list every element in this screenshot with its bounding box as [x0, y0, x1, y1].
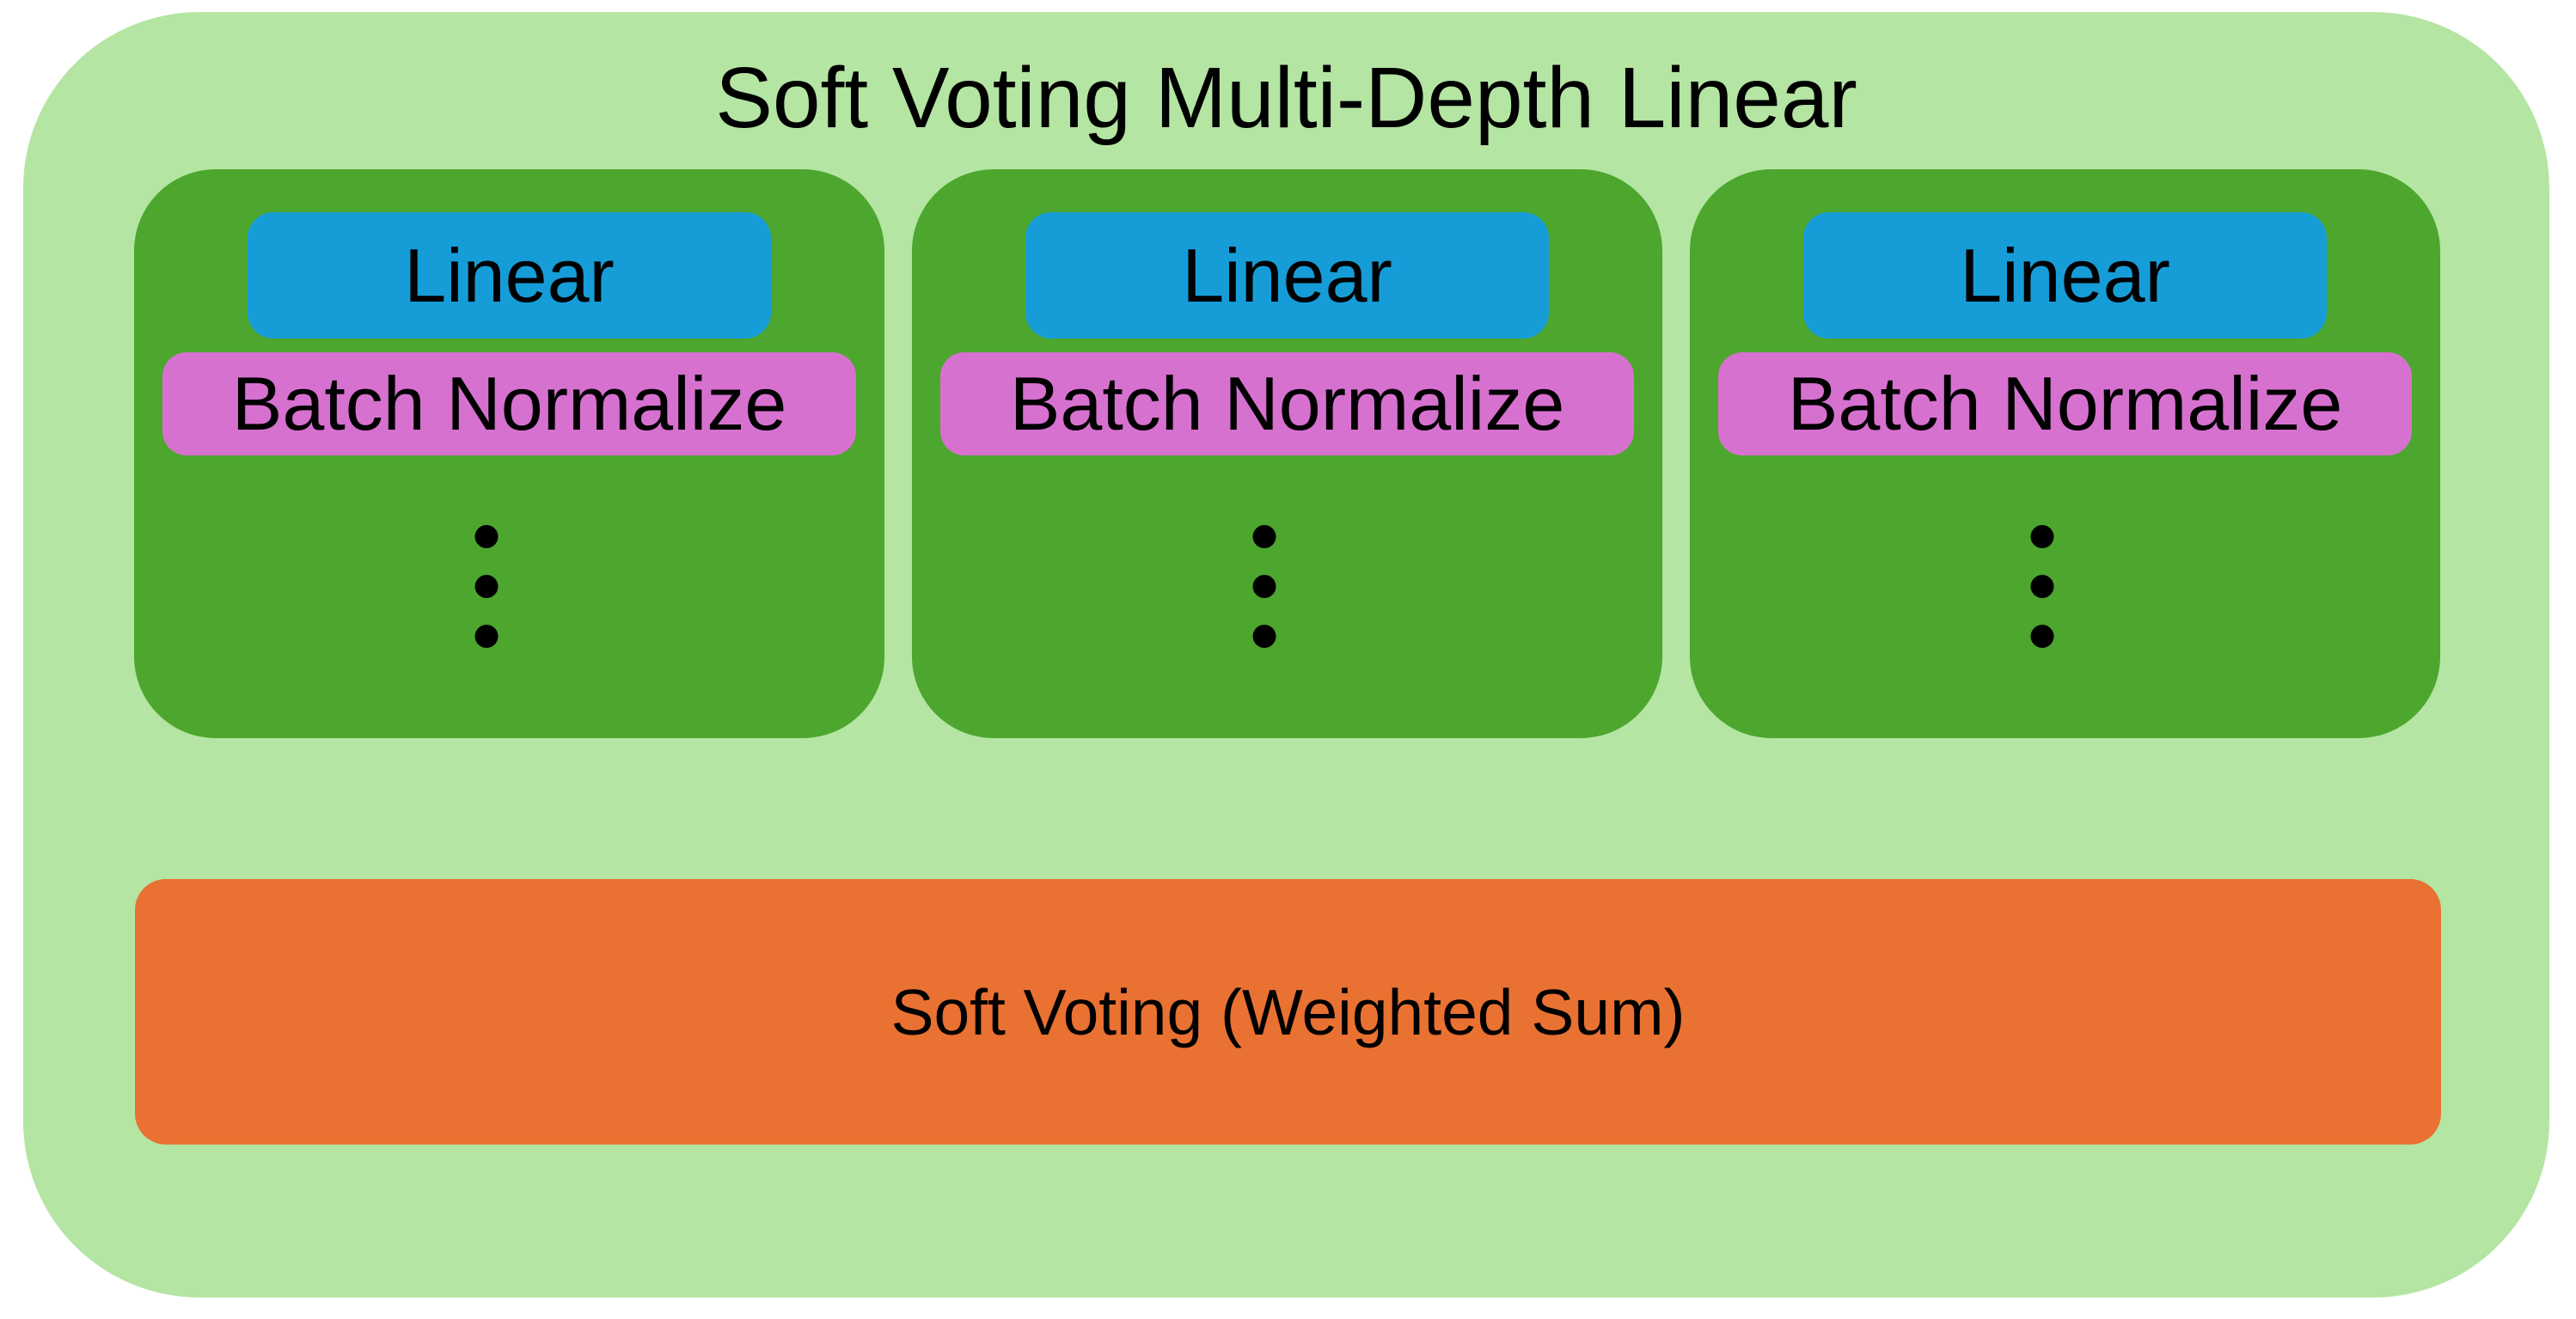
batch-normalize-block: Batch Normalize: [1718, 352, 2412, 455]
depth-column-3: Linear Batch Normalize: [1690, 169, 2440, 738]
vertical-ellipsis: [2030, 525, 2053, 648]
linear-block: Linear: [1803, 212, 2327, 339]
batch-normalize-block: Batch Normalize: [162, 352, 856, 455]
soft-voting-model-container: Soft Voting Multi-Depth Linear Linear Ba…: [23, 12, 2549, 1298]
linear-block: Linear: [1025, 212, 1549, 339]
ellipsis-dot: [474, 525, 498, 548]
diagram-title: Soft Voting Multi-Depth Linear: [715, 50, 1857, 146]
ellipsis-dot: [1252, 625, 1276, 648]
ellipsis-dot: [1252, 575, 1276, 598]
soft-voting-output-block: Soft Voting (Weighted Sum): [135, 879, 2441, 1145]
ellipsis-dot: [2030, 525, 2053, 548]
vertical-ellipsis: [1252, 525, 1276, 648]
depth-column-1: Linear Batch Normalize: [134, 169, 884, 738]
ellipsis-dot: [474, 575, 498, 598]
ellipsis-dot: [2030, 575, 2053, 598]
ellipsis-dot: [474, 625, 498, 648]
batch-normalize-block: Batch Normalize: [940, 352, 1634, 455]
linear-block: Linear: [248, 212, 771, 339]
ellipsis-dot: [1252, 525, 1276, 548]
ellipsis-dot: [2030, 625, 2053, 648]
vertical-ellipsis: [474, 525, 498, 648]
depth-column-2: Linear Batch Normalize: [912, 169, 1662, 738]
